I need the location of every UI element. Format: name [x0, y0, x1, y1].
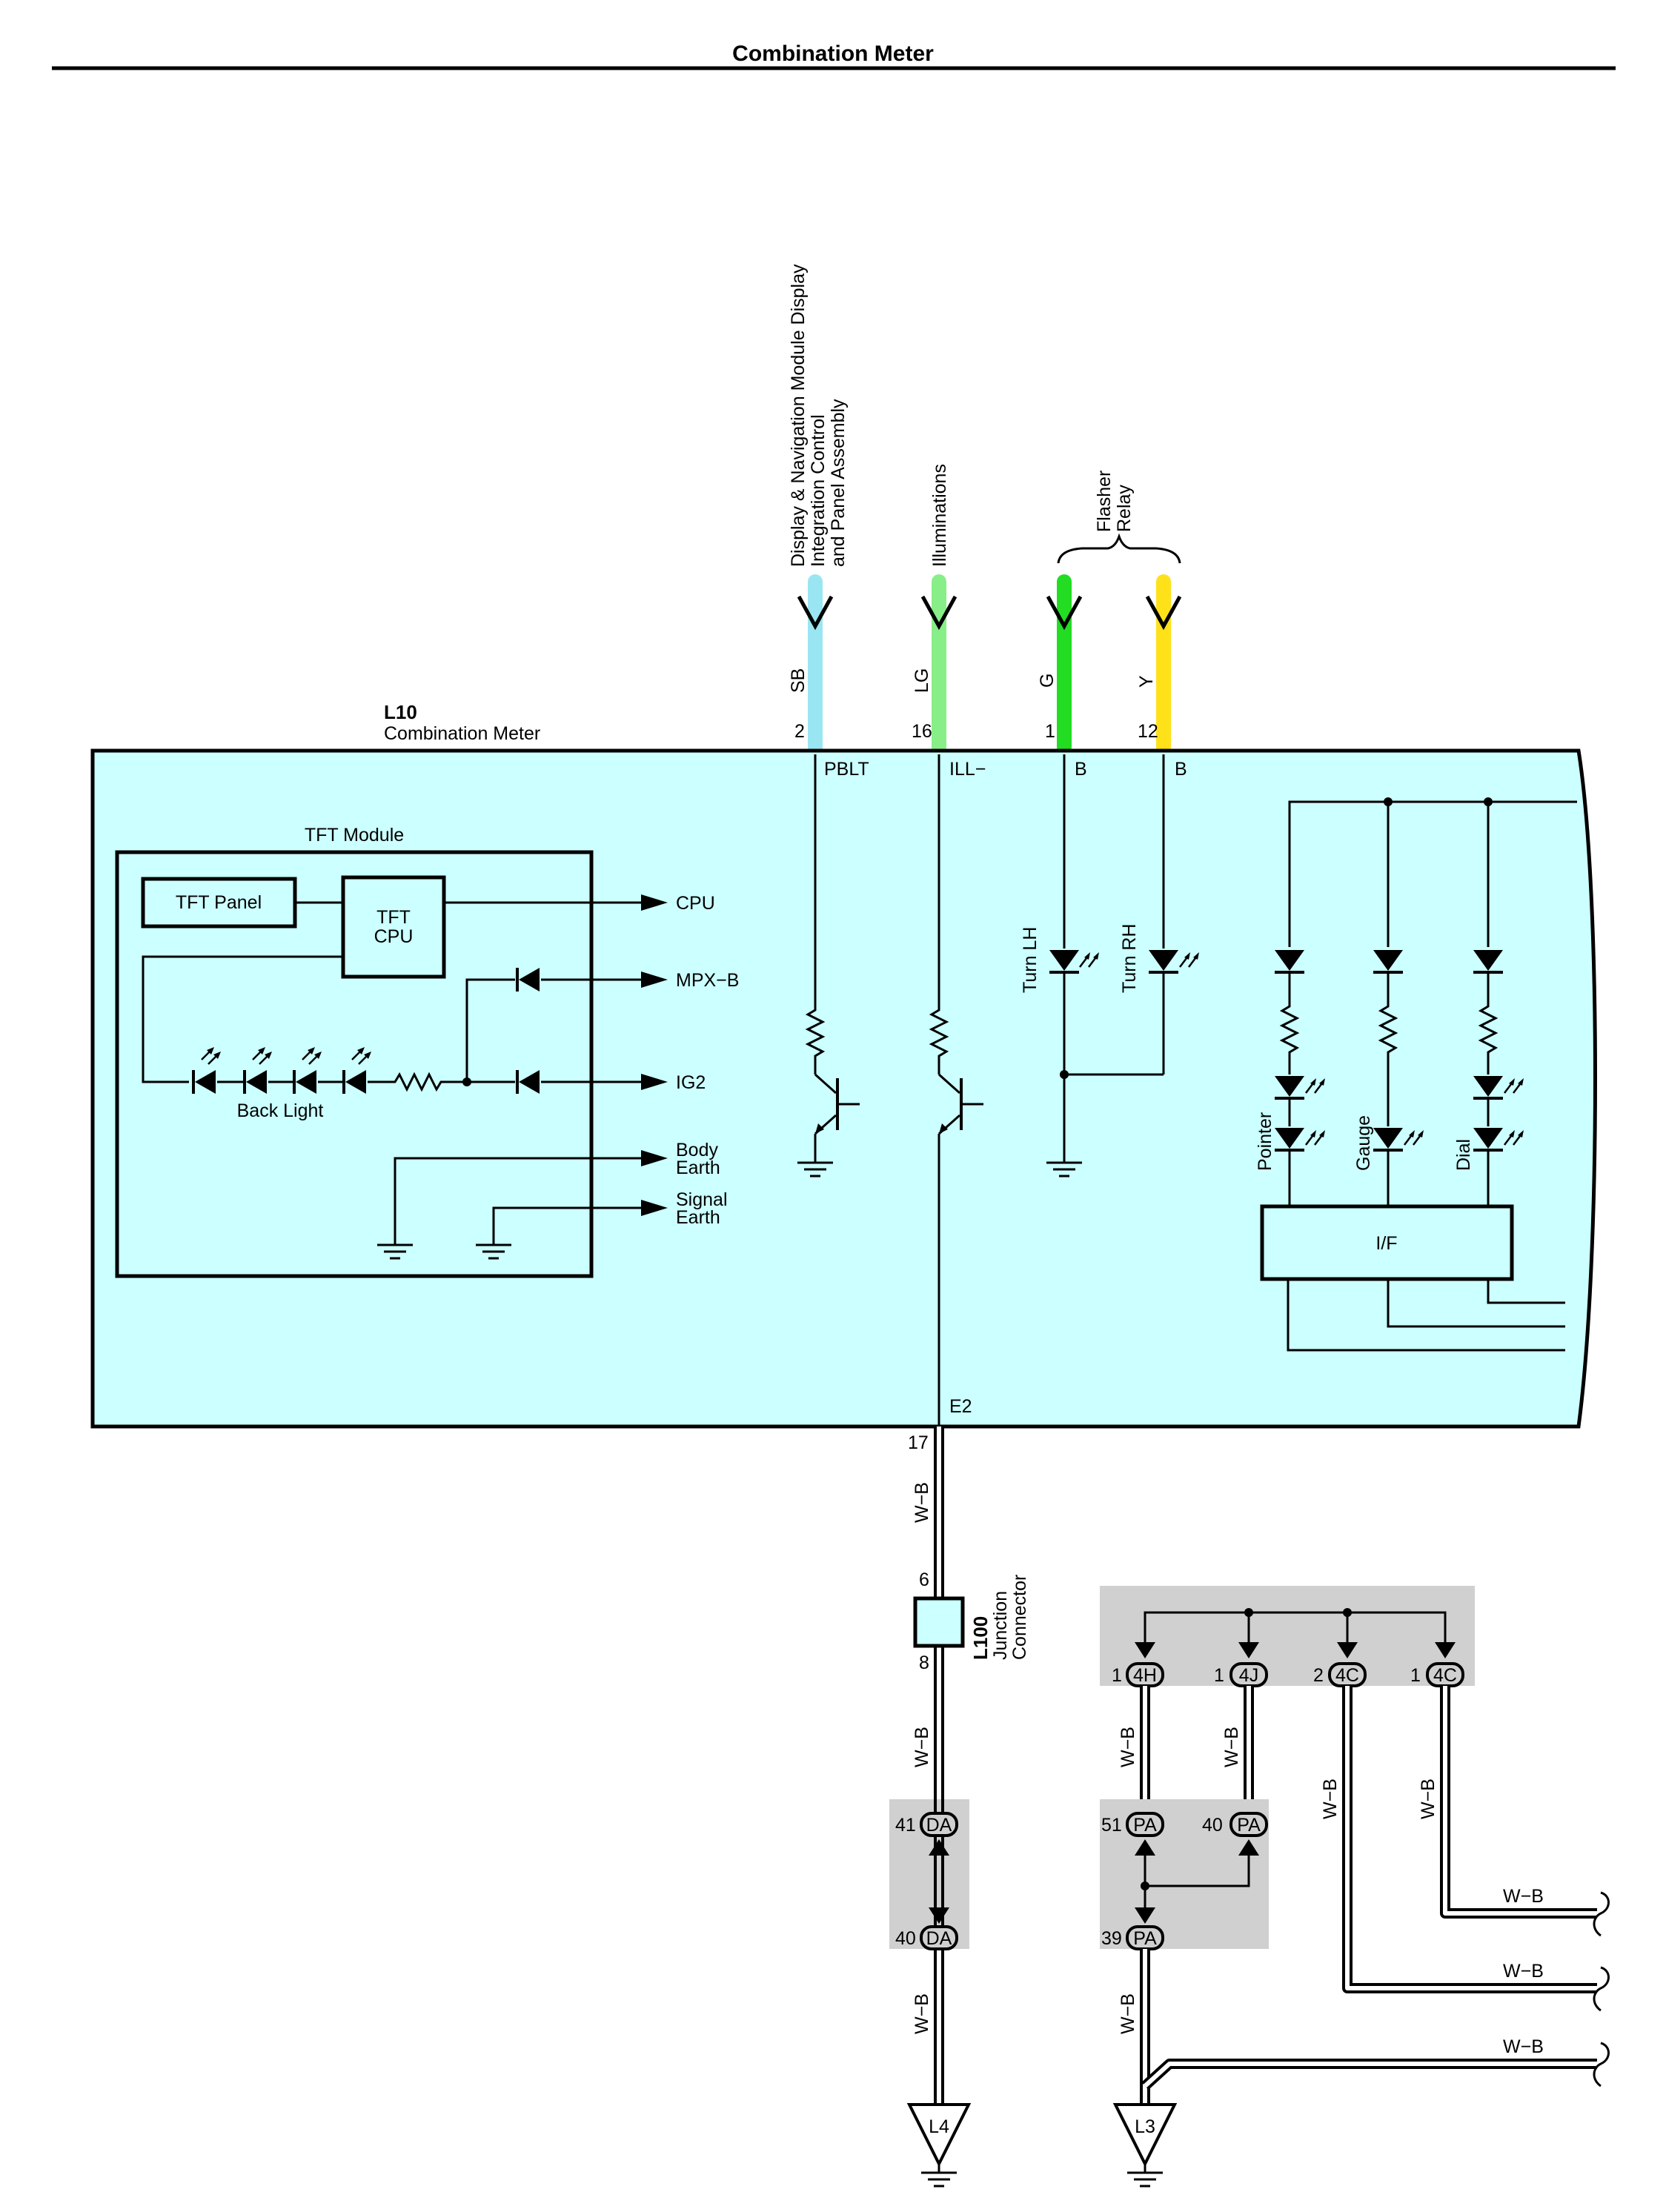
- svg-text:TFT Module: TFT Module: [305, 825, 404, 846]
- wire-y: Y 12: [1136, 574, 1180, 754]
- svg-text:CPU: CPU: [374, 926, 414, 947]
- svg-text:TFT: TFT: [376, 907, 411, 928]
- combination-meter-body: [90, 748, 1597, 1429]
- display-nav-label: Display & Navigation Module Display Inte…: [788, 264, 849, 567]
- output-body-earth: Body: [676, 1140, 718, 1160]
- svg-text:Display & Navigation Module Di: Display & Navigation Module Display: [788, 264, 809, 567]
- svg-text:Earth: Earth: [676, 1207, 720, 1228]
- signal-pblt: PBLT: [824, 759, 869, 780]
- c4j-pin: 1: [1214, 1665, 1224, 1686]
- c4h-pin: 1: [1112, 1665, 1122, 1686]
- svg-text:Flasher: Flasher: [1094, 471, 1115, 532]
- wire-g: G 1: [1037, 574, 1081, 754]
- splice-block-4: 4H 1 4J 1 4C 2 4C 1: [1100, 1586, 1475, 1687]
- da-bottom-pin: 40: [895, 1928, 916, 1949]
- svg-text:2: 2: [794, 721, 805, 742]
- wb-label-3: W−B: [912, 1993, 932, 2034]
- wire-sb: SB 2: [788, 574, 832, 754]
- svg-text:and Panel Assembly: and Panel Assembly: [828, 399, 849, 567]
- output-ig2: IG2: [676, 1072, 706, 1093]
- wb-label-pa: W−B: [1118, 1993, 1138, 2034]
- wb-label-right-1: W−B: [1503, 1886, 1544, 1907]
- wb-label-4h: W−B: [1118, 1727, 1138, 1767]
- svg-text:1: 1: [1045, 721, 1055, 742]
- signal-b-g: B: [1075, 759, 1087, 780]
- wb-label-right-2: W−B: [1503, 1961, 1544, 1982]
- turn-indicators: Turn LH Turn RH: [1020, 754, 1201, 1178]
- interface-label: I/F: [1375, 1233, 1397, 1254]
- output-signal-earth: Signal: [676, 1189, 728, 1210]
- ground-l3-label: L3: [1135, 2116, 1155, 2137]
- signal-b-y: B: [1175, 759, 1187, 780]
- wb-label-2: W−B: [912, 1727, 932, 1767]
- svg-text:SB: SB: [788, 668, 809, 693]
- wb-label-1: W−B: [912, 1482, 932, 1523]
- c4j-code: 4J: [1239, 1665, 1258, 1686]
- turn-lh-label: Turn LH: [1020, 927, 1041, 993]
- output-cpu: CPU: [676, 893, 715, 914]
- pa-left-code: PA: [1133, 1815, 1157, 1836]
- junction-code: L100: [969, 1616, 992, 1660]
- signal-ill: ILL−: [949, 759, 986, 780]
- pblt-transistor: [796, 754, 860, 1178]
- tft-module: TFT Module TFT Panel TFT CPU CPU Back Li…: [115, 825, 739, 1278]
- junction-connector: [913, 1596, 965, 1648]
- wire-lg: LG 16: [912, 574, 955, 754]
- wb-label-right-3: W−B: [1503, 2036, 1544, 2057]
- pa-bottom-code: PA: [1133, 1928, 1157, 1949]
- indicator-leds: Pointer Gauge Dial I/F: [1255, 797, 1577, 1352]
- backlight-label: Back Light: [237, 1100, 324, 1121]
- ground-l4-label: L4: [929, 2116, 949, 2137]
- c4c-a-pin: 2: [1313, 1665, 1324, 1686]
- dial-label: Dial: [1453, 1139, 1474, 1171]
- wb-label-4c-a: W−B: [1320, 1778, 1341, 1819]
- pa-left-pin: 51: [1101, 1815, 1122, 1836]
- svg-text:Connector: Connector: [1009, 1575, 1030, 1660]
- ill-transistor: E2: [930, 754, 983, 1426]
- c4h-code: 4H: [1133, 1665, 1157, 1686]
- c4c-b-code: 4C: [1433, 1665, 1457, 1686]
- ground-path-l4: 17 W−B 6 8 L100 Junction Connector W−B D…: [889, 1426, 1030, 2188]
- pa-right-code: PA: [1237, 1815, 1261, 1836]
- pa-right-pin: 40: [1202, 1815, 1223, 1836]
- e2-label: E2: [949, 1396, 972, 1417]
- svg-text:G: G: [1037, 674, 1058, 688]
- svg-text:Integration Control: Integration Control: [808, 414, 829, 567]
- gauge-label: Gauge: [1353, 1115, 1374, 1171]
- turn-rh-label: Turn RH: [1119, 923, 1140, 993]
- svg-text:Junction: Junction: [990, 1591, 1011, 1660]
- tft-cpu-box: [341, 875, 446, 979]
- e2-pin: 17: [908, 1432, 929, 1453]
- pa-bottom-pin: 39: [1101, 1928, 1122, 1949]
- component-code: L10: [384, 701, 417, 723]
- output-mpxb: MPX−B: [676, 970, 739, 991]
- component-name: Combination Meter: [384, 723, 540, 744]
- da-top-code: DA: [926, 1815, 952, 1836]
- illuminations-label: Illuminations: [929, 464, 950, 567]
- wb-label-4c-b: W−B: [1418, 1778, 1438, 1819]
- da-bottom-code: DA: [926, 1928, 952, 1949]
- svg-text:Relay: Relay: [1114, 485, 1135, 532]
- junction-pin-out: 8: [919, 1653, 929, 1673]
- c4c-b-pin: 1: [1410, 1665, 1421, 1686]
- svg-text:Earth: Earth: [676, 1158, 720, 1178]
- ground-path-l3: W−B W−B PA 51 PA 40 PA 39 W−B W−B W−B: [1100, 1686, 1610, 2188]
- svg-text:12: 12: [1138, 721, 1158, 742]
- wb-label-4j: W−B: [1221, 1727, 1242, 1767]
- svg-text:TFT Panel: TFT Panel: [176, 892, 262, 913]
- flasher-relay-label: Flasher Relay: [1057, 471, 1181, 564]
- pointer-label: Pointer: [1255, 1112, 1275, 1171]
- junction-pin-in: 6: [919, 1570, 929, 1590]
- svg-text:16: 16: [912, 721, 932, 742]
- page-title: Combination Meter: [732, 41, 934, 66]
- svg-text:Y: Y: [1136, 675, 1157, 688]
- svg-text:LG: LG: [912, 668, 932, 693]
- da-top-pin: 41: [895, 1815, 916, 1836]
- c4c-a-code: 4C: [1335, 1665, 1359, 1686]
